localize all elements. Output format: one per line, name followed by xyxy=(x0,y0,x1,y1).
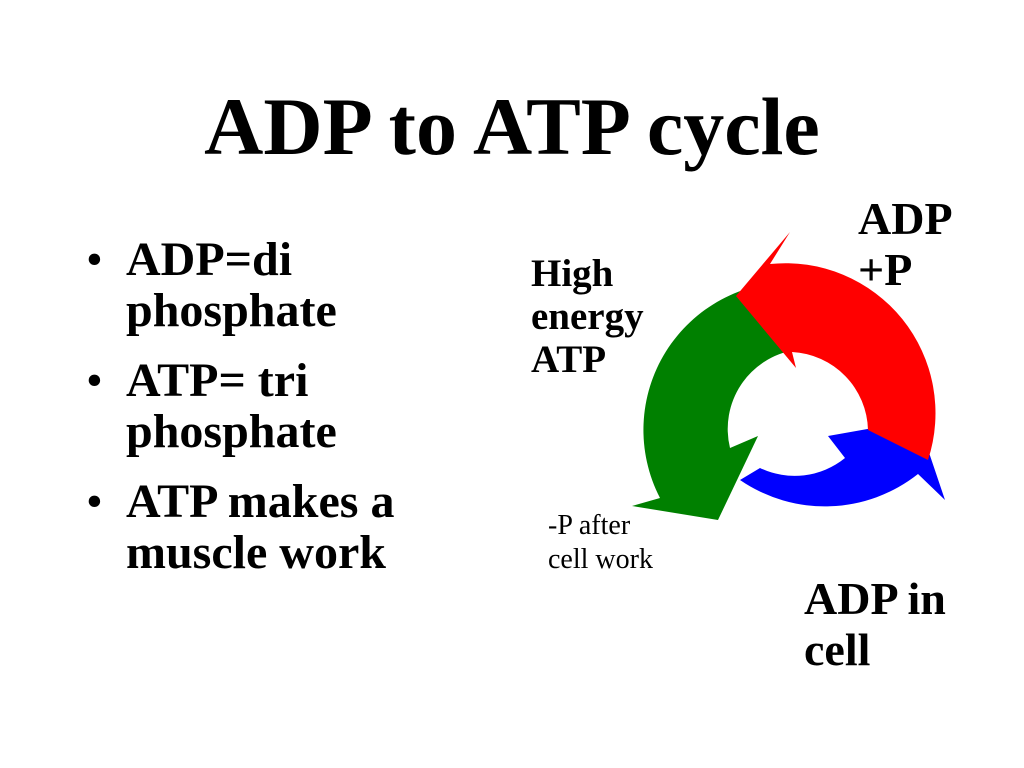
adp-plus-p-label: ADP +P xyxy=(858,193,1018,295)
label-line: +P xyxy=(858,244,913,295)
bullet-glyph: • xyxy=(86,354,103,407)
high-energy-atp-label: High energy ATP xyxy=(531,252,691,381)
label-line: ATP xyxy=(531,338,607,381)
label-line: High xyxy=(531,252,614,295)
bullet-text-line: muscle work xyxy=(126,526,386,579)
red-arrow xyxy=(736,232,936,460)
bullet-text-line: ATP makes a xyxy=(126,475,395,528)
label-line: cell xyxy=(804,624,871,675)
label-line: energy xyxy=(531,295,644,338)
bullet-glyph: • xyxy=(86,475,103,528)
bullet-text-line: phosphate xyxy=(126,284,337,337)
bullet-glyph: • xyxy=(86,233,103,286)
label-line: cell work xyxy=(548,544,653,575)
label-line: ADP xyxy=(858,193,953,244)
bullet-item: • ATP= tri phosphate xyxy=(86,355,526,457)
bullet-list: • ADP=di phosphate • ATP= tri phosphate … xyxy=(86,234,526,597)
bullet-item: • ATP makes a muscle work xyxy=(86,476,526,578)
bullet-item: • ADP=di phosphate xyxy=(86,234,526,336)
slide-title: ADP to ATP cycle xyxy=(204,81,820,172)
cycle-diagram xyxy=(632,232,945,520)
green-arrow xyxy=(632,281,795,520)
bullet-text-line: phosphate xyxy=(126,405,337,458)
p-after-cell-work-label: -P after cell work xyxy=(548,509,698,577)
bullet-text-line: ATP= tri xyxy=(126,354,309,407)
adp-in-cell-label: ADP in cell xyxy=(804,573,1004,675)
bullet-text-line: ADP=di xyxy=(126,233,293,286)
label-line: ADP in xyxy=(804,573,946,624)
label-line: -P after xyxy=(548,510,631,541)
